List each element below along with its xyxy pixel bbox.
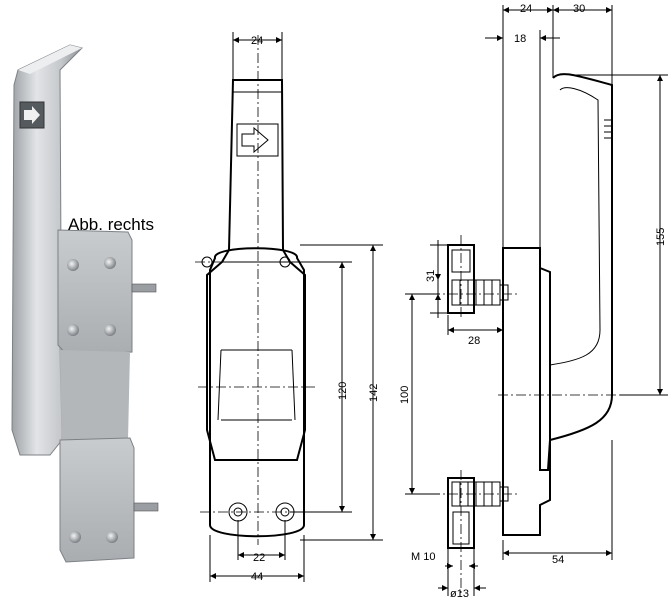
dim-front-hole-spacing: 120 — [337, 382, 349, 400]
dim-front-base-height: 142 — [368, 384, 380, 402]
dim-side-top-c: 18 — [514, 33, 526, 45]
dim-side-bolt-length: 31 — [425, 270, 437, 282]
dim-side-depth: 54 — [552, 554, 564, 566]
screw-icon — [67, 259, 79, 271]
dim-side-thread: M 10 — [411, 551, 435, 563]
photo-caption: Abb. rechts — [68, 215, 154, 234]
front-view-drawing — [195, 32, 383, 582]
dim-side-bolt-spacing: 100 — [399, 386, 411, 404]
screw-icon — [104, 257, 116, 269]
side-view-drawing — [405, 5, 668, 596]
dim-front-bottom-spacing: 22 — [253, 552, 265, 564]
dim-side-diameter: ø13 — [450, 588, 469, 600]
dim-front-base-width: 44 — [251, 571, 263, 583]
dim-front-top-width: 24 — [251, 35, 263, 47]
dim-side-top-a: 24 — [520, 3, 532, 15]
dim-side-top-b: 30 — [573, 3, 585, 15]
screw-icon — [106, 531, 118, 543]
screw-icon — [104, 324, 116, 336]
dim-side-height: 155 — [655, 228, 667, 246]
product-photo — [11, 44, 159, 563]
dim-side-bolt-offset: 28 — [468, 335, 480, 347]
screw-icon — [67, 324, 79, 336]
screw-icon — [69, 531, 81, 543]
